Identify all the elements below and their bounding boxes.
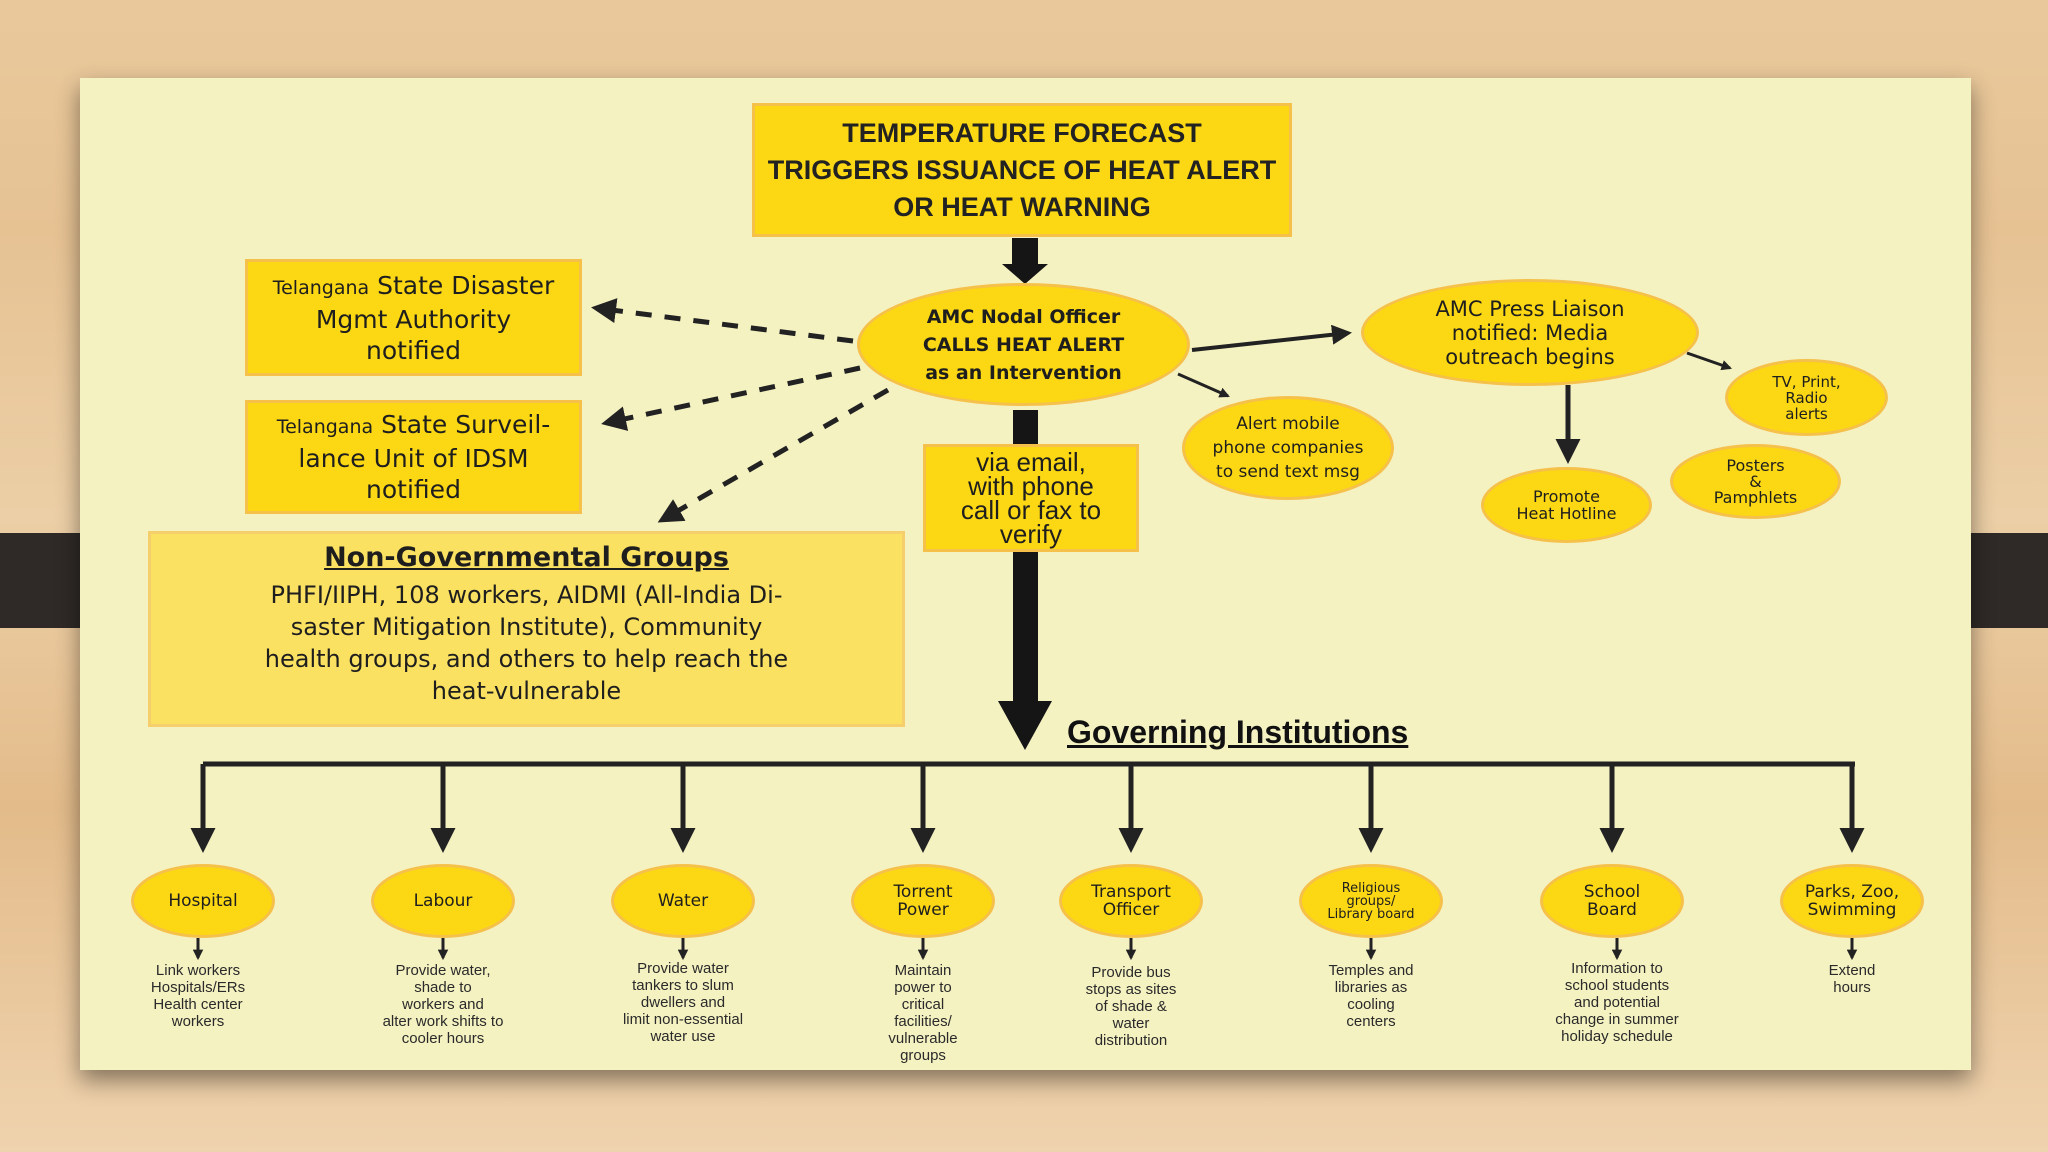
nodal-officer-node: AMC Nodal Officer CALLS HEAT ALERT as an… [857,283,1190,406]
institution-small-arrows [192,938,1858,961]
institution-label: Religious [1341,880,1401,896]
institution-labour: Labour [371,864,515,938]
institution-label: Hospital [168,891,238,911]
forecast-line-1: TEMPERATURE FORECAST [842,117,1202,148]
posters-node: Posters & Pamphlets [1670,444,1841,519]
slide: TEMPERATURE FORECAST TRIGGERS ISSUANCE O… [80,78,1971,1070]
temperature-forecast-box: TEMPERATURE FORECAST TRIGGERS ISSUANCE O… [752,103,1292,237]
ngo-line-4: heat-vulnerable [431,677,622,705]
verify-line-1: via email, [976,447,1086,477]
institution-label: groups/ [1346,893,1396,909]
ngo-box: Non-Governmental Groups PHFI/IIPH, 108 w… [148,531,905,727]
nodal-line-3: as an Intervention [925,361,1122,384]
alert-mobile-line-1: Alert mobile [1236,414,1340,434]
institution-drops [190,764,1865,853]
institution-label: Torrent [893,882,953,902]
heat-hotline-node: Promote Heat Hotline [1481,467,1652,543]
institution-label: School [1583,882,1641,902]
ngo-line-3: health groups, and others to help reach … [264,645,789,673]
institution-label: Library board [1327,906,1415,922]
institution-label: Swimming [1807,900,1897,920]
hotline-line-2: Heat Hotline [1516,504,1617,523]
state-disaster-line-2: Mgmt Authority [315,304,512,334]
ngo-line-1: PHFI/IIPH, 108 workers, AIDMI (All-India… [270,581,783,609]
institution-hospital: Hospital [131,864,275,938]
institution-school-board: School Board [1540,864,1684,938]
institution-label: Power [897,900,949,920]
press-liaison-node: AMC Press Liaison notified: Media outrea… [1361,279,1699,386]
state-disaster-line-1: State Disaster [377,270,555,300]
institution-torrent-power: Torrent Power [851,864,995,938]
institution-religious-library: Religious groups/ Library board [1299,864,1443,938]
institution-label: Board [1587,900,1637,920]
institution-water: Water [611,864,755,938]
press-line-2: notified: Media [1451,320,1609,345]
media-line-1: TV, Print, [1772,372,1841,391]
posters-line-1: Posters [1726,455,1785,475]
forecast-line-3: OR HEAT WARNING [893,191,1151,222]
state-surveillance-prefix: Telangana [276,416,374,438]
institution-label: Labour [413,891,473,911]
posters-line-2: & [1749,471,1762,491]
forecast-line-2: TRIGGERS ISSUANCE OF HEAT ALERT [767,154,1277,185]
posters-line-3: Pamphlets [1713,487,1798,507]
alert-mobile-line-3: to send text msg [1216,462,1360,482]
governing-institutions-title: Governing Institutions [1067,714,1409,750]
institution-label: Transport [1091,882,1171,902]
nodal-line-1: AMC Nodal Officer [926,305,1121,328]
state-surveillance-line-1: State Surveil- [381,410,551,439]
alert-mobile-node: Alert mobile phone companies to send tex… [1182,396,1394,500]
institution-parks-zoo: Parks, Zoo, Swimming [1780,864,1924,938]
state-disaster-line-3: notified [366,335,461,365]
institution-label: Water [657,891,709,911]
verify-box: via email, with phone call or fax to ver… [923,444,1139,552]
verify-line-4: verify [999,519,1063,549]
connector-lines [190,238,1865,961]
ngo-title: Non-Governmental Groups [324,542,729,573]
media-line-3: alerts [1785,404,1828,423]
state-disaster-authority-box: Telangana State Disaster Mgmt Authority … [245,259,582,376]
media-alerts-node: TV, Print, Radio alerts [1725,359,1888,436]
hotline-line-1: Promote [1533,487,1600,506]
state-disaster-prefix: Telangana [272,276,370,299]
institution-label: Officer [1102,900,1160,920]
press-line-1: AMC Press Liaison [1435,296,1625,321]
media-line-2: Radio [1785,388,1828,407]
alert-mobile-line-2: phone companies [1212,438,1364,458]
press-line-3: outreach begins [1445,344,1615,369]
state-surveillance-line-3: notified [366,475,461,504]
state-surveillance-unit-box: Telangana State Surveil- lance Unit of I… [245,400,582,514]
verify-line-2: with phone [968,471,1094,501]
state-surveillance-line-2: lance Unit of IDSM [298,444,529,473]
nodal-line-2: CALLS HEAT ALERT [922,333,1125,356]
verify-line-3: call or fax to [960,495,1102,525]
institution-label: Parks, Zoo, [1804,882,1900,902]
ngo-line-2: saster Mitigation Institute), Community [290,613,763,641]
institution-transport-officer: Transport Officer [1059,864,1203,938]
